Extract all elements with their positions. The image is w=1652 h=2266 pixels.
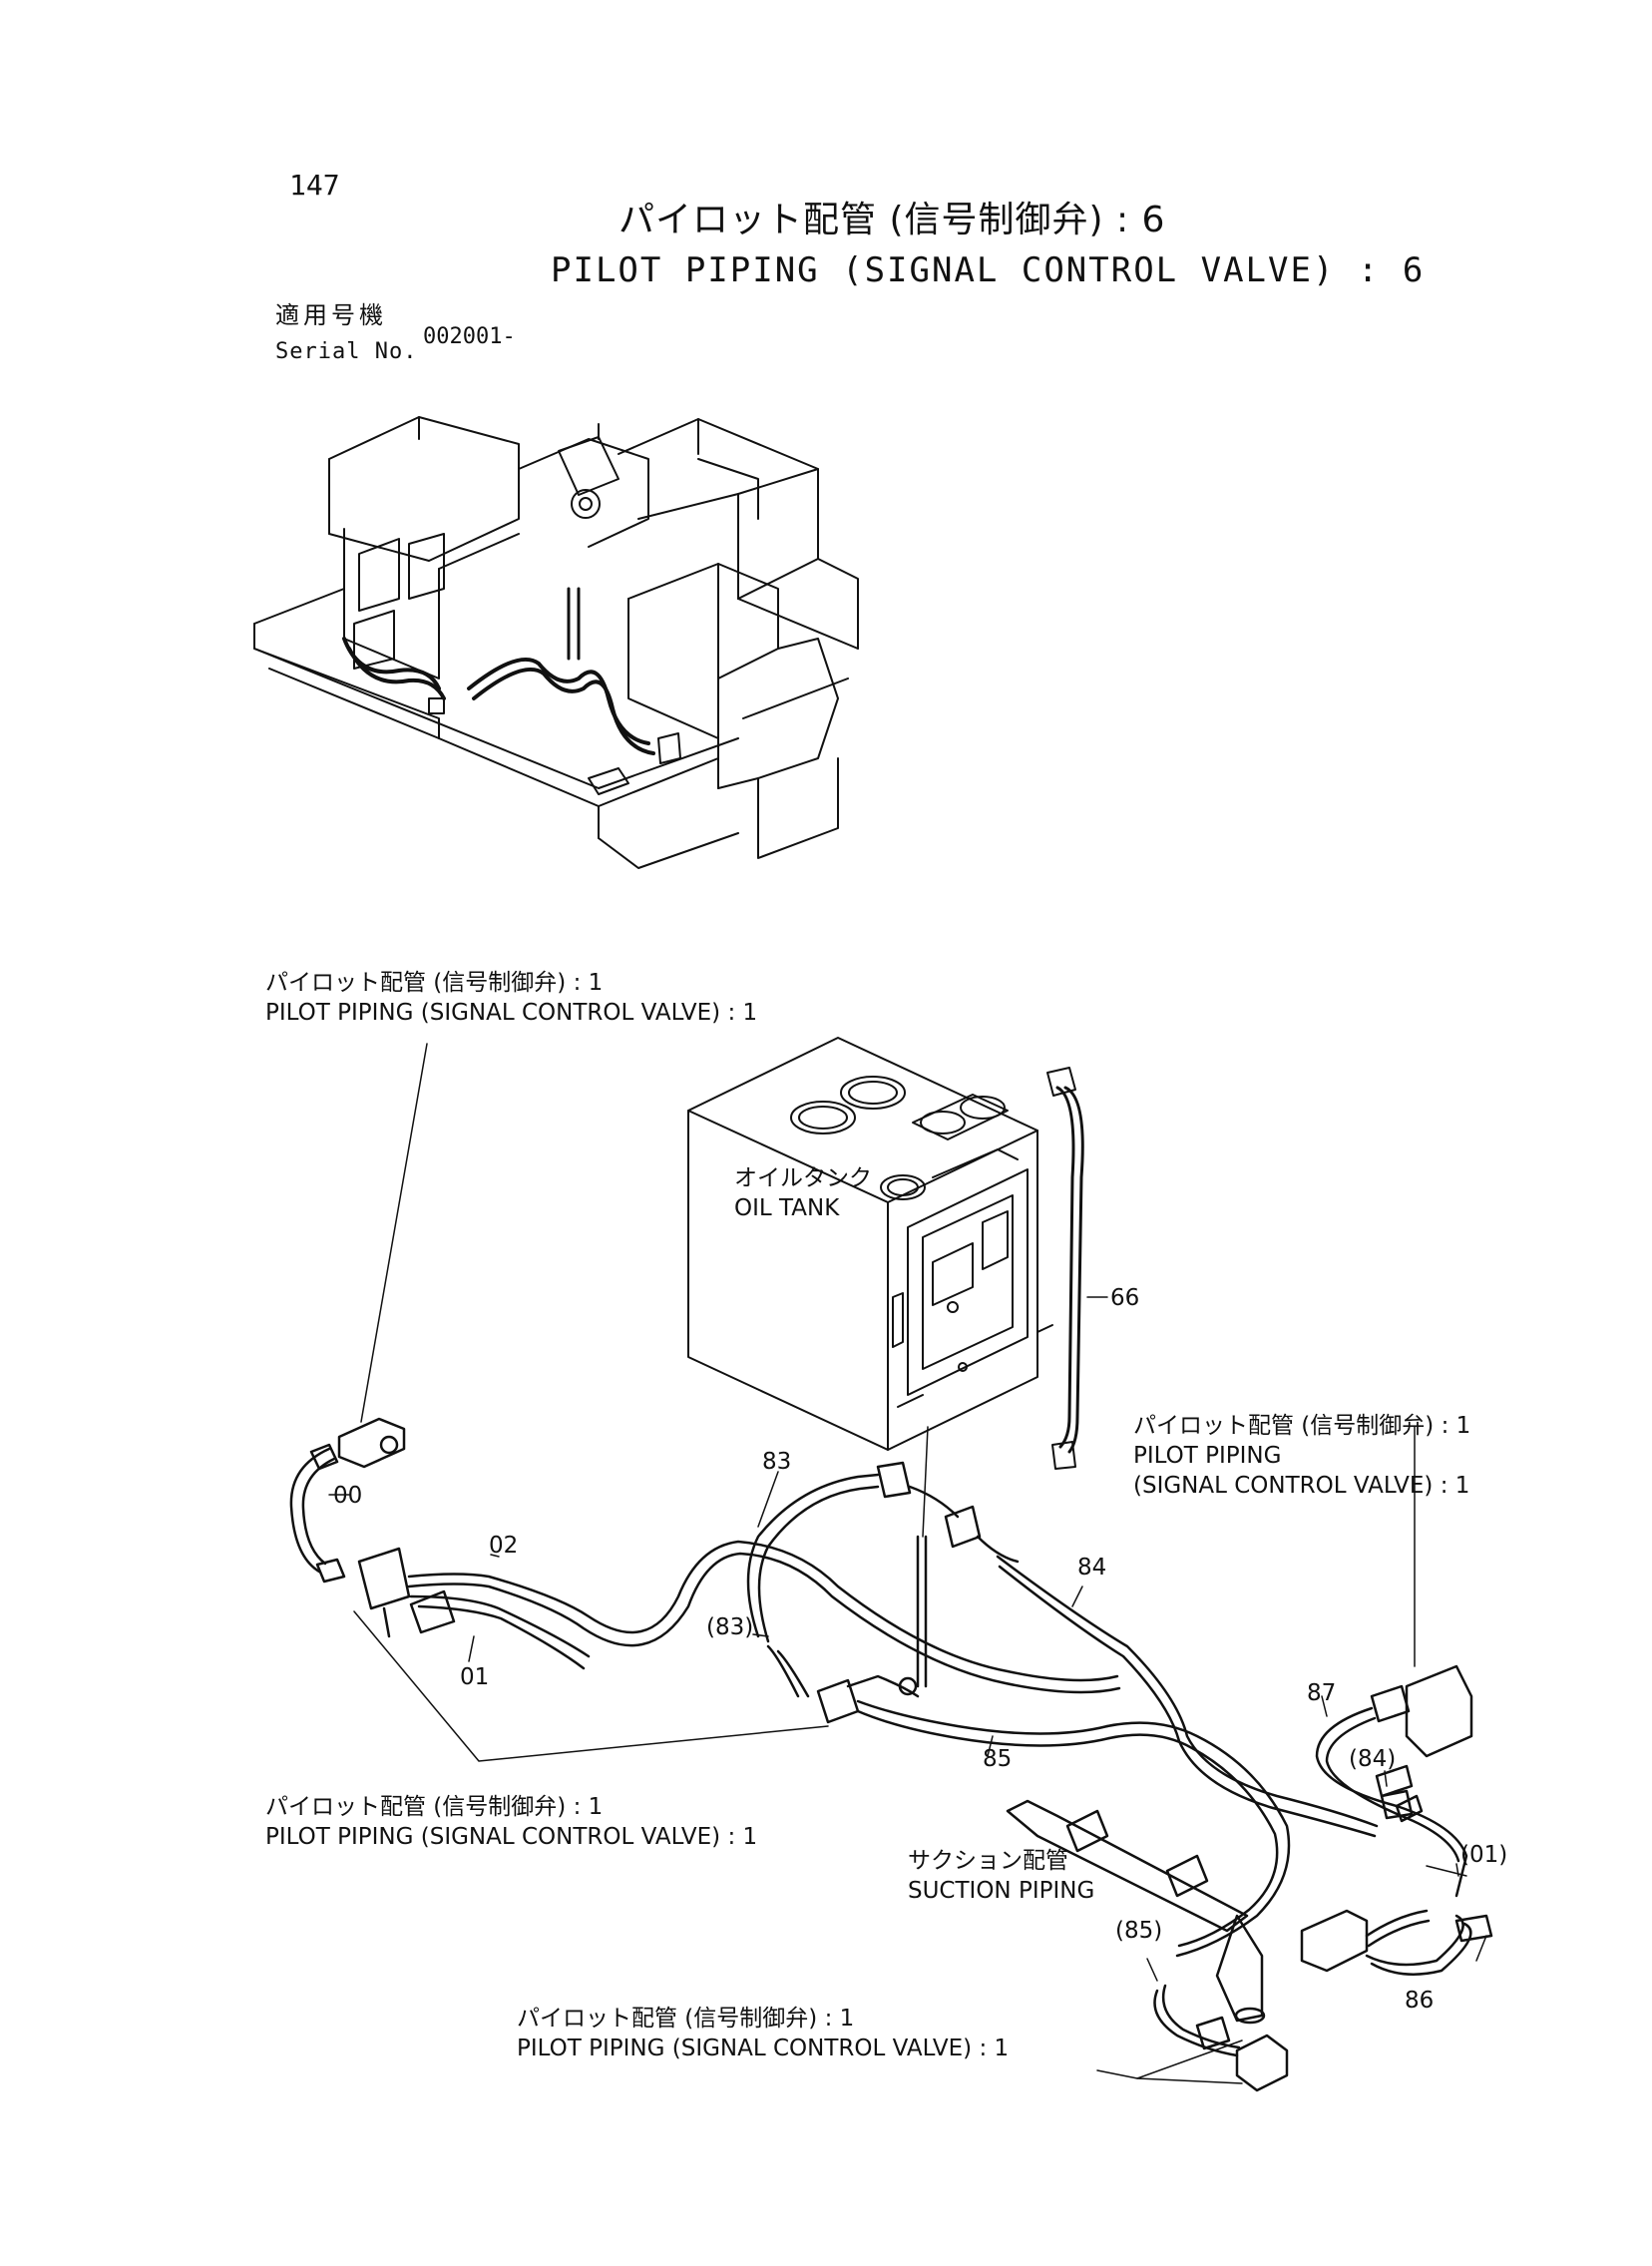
part-number-85: 85 (983, 1746, 1013, 1772)
part-number-85-ref: (85) (1115, 1918, 1163, 1944)
callout-pilot-piping-3-jp: パイロット配管 (信号制御弁) : 1 (265, 1794, 604, 1820)
oil-tank-drawing (687, 1037, 1053, 1451)
oil-tank-label-jp: オイルタンク (734, 1165, 872, 1191)
part-number-83-ref: (83) (706, 1614, 754, 1640)
part-number-86: 86 (1405, 1988, 1435, 2014)
callout-pilot-piping-2-jp: パイロット配管 (信号制御弁) : 1 (1133, 1413, 1471, 1439)
page-title-japanese: パイロット配管 (信号制御弁) : 6 (619, 200, 1166, 240)
serial-number-value: 002001- (423, 324, 516, 349)
part-number-66: 66 (1110, 1285, 1140, 1311)
callout-pilot-piping-1-en: PILOT PIPING (SIGNAL CONTROL VALVE) : 1 (265, 1000, 758, 1026)
oil-tank-label-en: OIL TANK (734, 1195, 840, 1221)
callout-pilot-piping-2-en2: (SIGNAL CONTROL VALVE) : 1 (1133, 1473, 1470, 1499)
callout-pilot-piping-4-jp: パイロット配管 (信号制御弁) : 1 (517, 2006, 855, 2032)
part-number-02: 02 (489, 1533, 519, 1559)
serial-label-english: Serial No. (275, 339, 418, 364)
suction-piping-label-en: SUCTION PIPING (908, 1878, 1095, 1904)
leader-lines (328, 1043, 1487, 2084)
part-number-00: 00 (333, 1483, 363, 1509)
suction-piping-label-jp: サクション配管 (908, 1848, 1068, 1874)
serial-label-japanese: 適用号機 (275, 301, 387, 329)
callout-pilot-piping-2-en1: PILOT PIPING (1133, 1443, 1282, 1469)
pipe-network (289, 1417, 1493, 2092)
callout-pilot-piping-1-jp: パイロット配管 (信号制御弁) : 1 (265, 970, 604, 996)
callout-pilot-piping-4-en: PILOT PIPING (SIGNAL CONTROL VALVE) : 1 (517, 2036, 1010, 2061)
part-number-84-ref: (84) (1349, 1746, 1397, 1772)
part-number-83: 83 (762, 1449, 792, 1475)
part-number-84: 84 (1077, 1555, 1107, 1581)
part-number-01-ref: (01) (1460, 1842, 1508, 1868)
part-number-87: 87 (1307, 1680, 1337, 1706)
machine-overview-sketch (253, 416, 859, 869)
part-number-01: 01 (460, 1664, 490, 1690)
page-title-english: PILOT PIPING (SIGNAL CONTROL VALVE) : 6 (551, 250, 1426, 290)
page-number: 147 (289, 169, 340, 202)
hose-66 (1046, 1067, 1084, 1470)
callout-pilot-piping-3-en: PILOT PIPING (SIGNAL CONTROL VALVE) : 1 (265, 1824, 758, 1850)
